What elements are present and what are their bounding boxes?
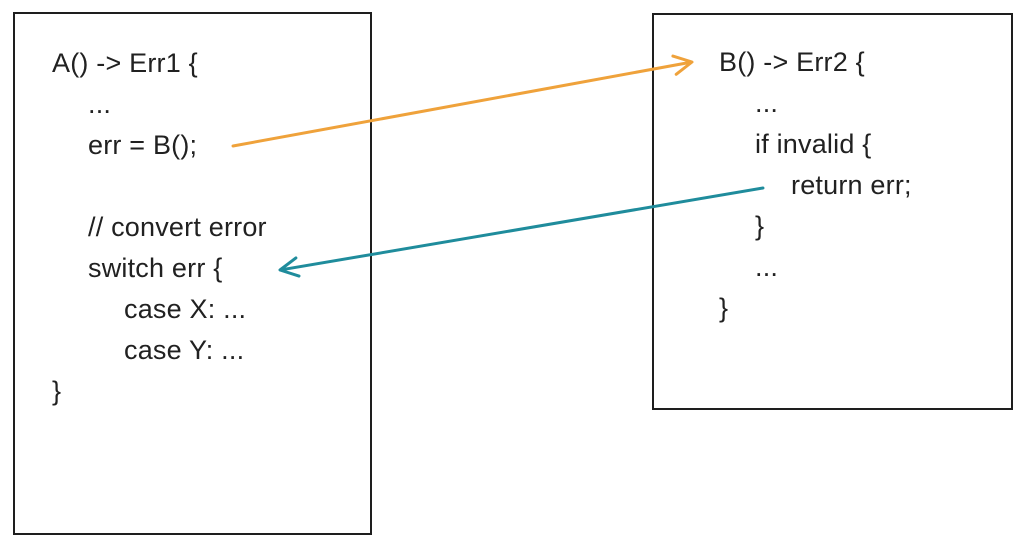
caller-function-box: A() -> Err1 {... err = B(); // convert er…	[13, 12, 372, 535]
code-line: err = B();	[88, 130, 198, 160]
caller-code-block: A() -> Err1 {... err = B(); // convert er…	[52, 43, 267, 412]
code-line: }	[755, 211, 765, 241]
code-line: A() -> Err1 {	[52, 48, 198, 78]
code-line: ...	[88, 89, 112, 119]
callee-function-box: B() -> Err2 {... if invalid { return err;}…	[652, 13, 1013, 410]
code-line: B() -> Err2 {	[719, 47, 865, 77]
code-line: case Y: ...	[124, 335, 245, 365]
code-line: ...	[755, 88, 779, 118]
code-line: }	[52, 376, 62, 406]
code-line: ...	[755, 252, 779, 282]
code-line: }	[719, 293, 729, 323]
code-line: // convert error	[88, 212, 267, 242]
code-line	[52, 166, 267, 207]
code-line: switch err {	[88, 253, 223, 283]
callee-code-block: B() -> Err2 {... if invalid { return err;}…	[719, 42, 912, 329]
code-line: if invalid {	[755, 129, 872, 159]
code-line: return err;	[791, 170, 912, 200]
code-line: case X: ...	[124, 294, 247, 324]
